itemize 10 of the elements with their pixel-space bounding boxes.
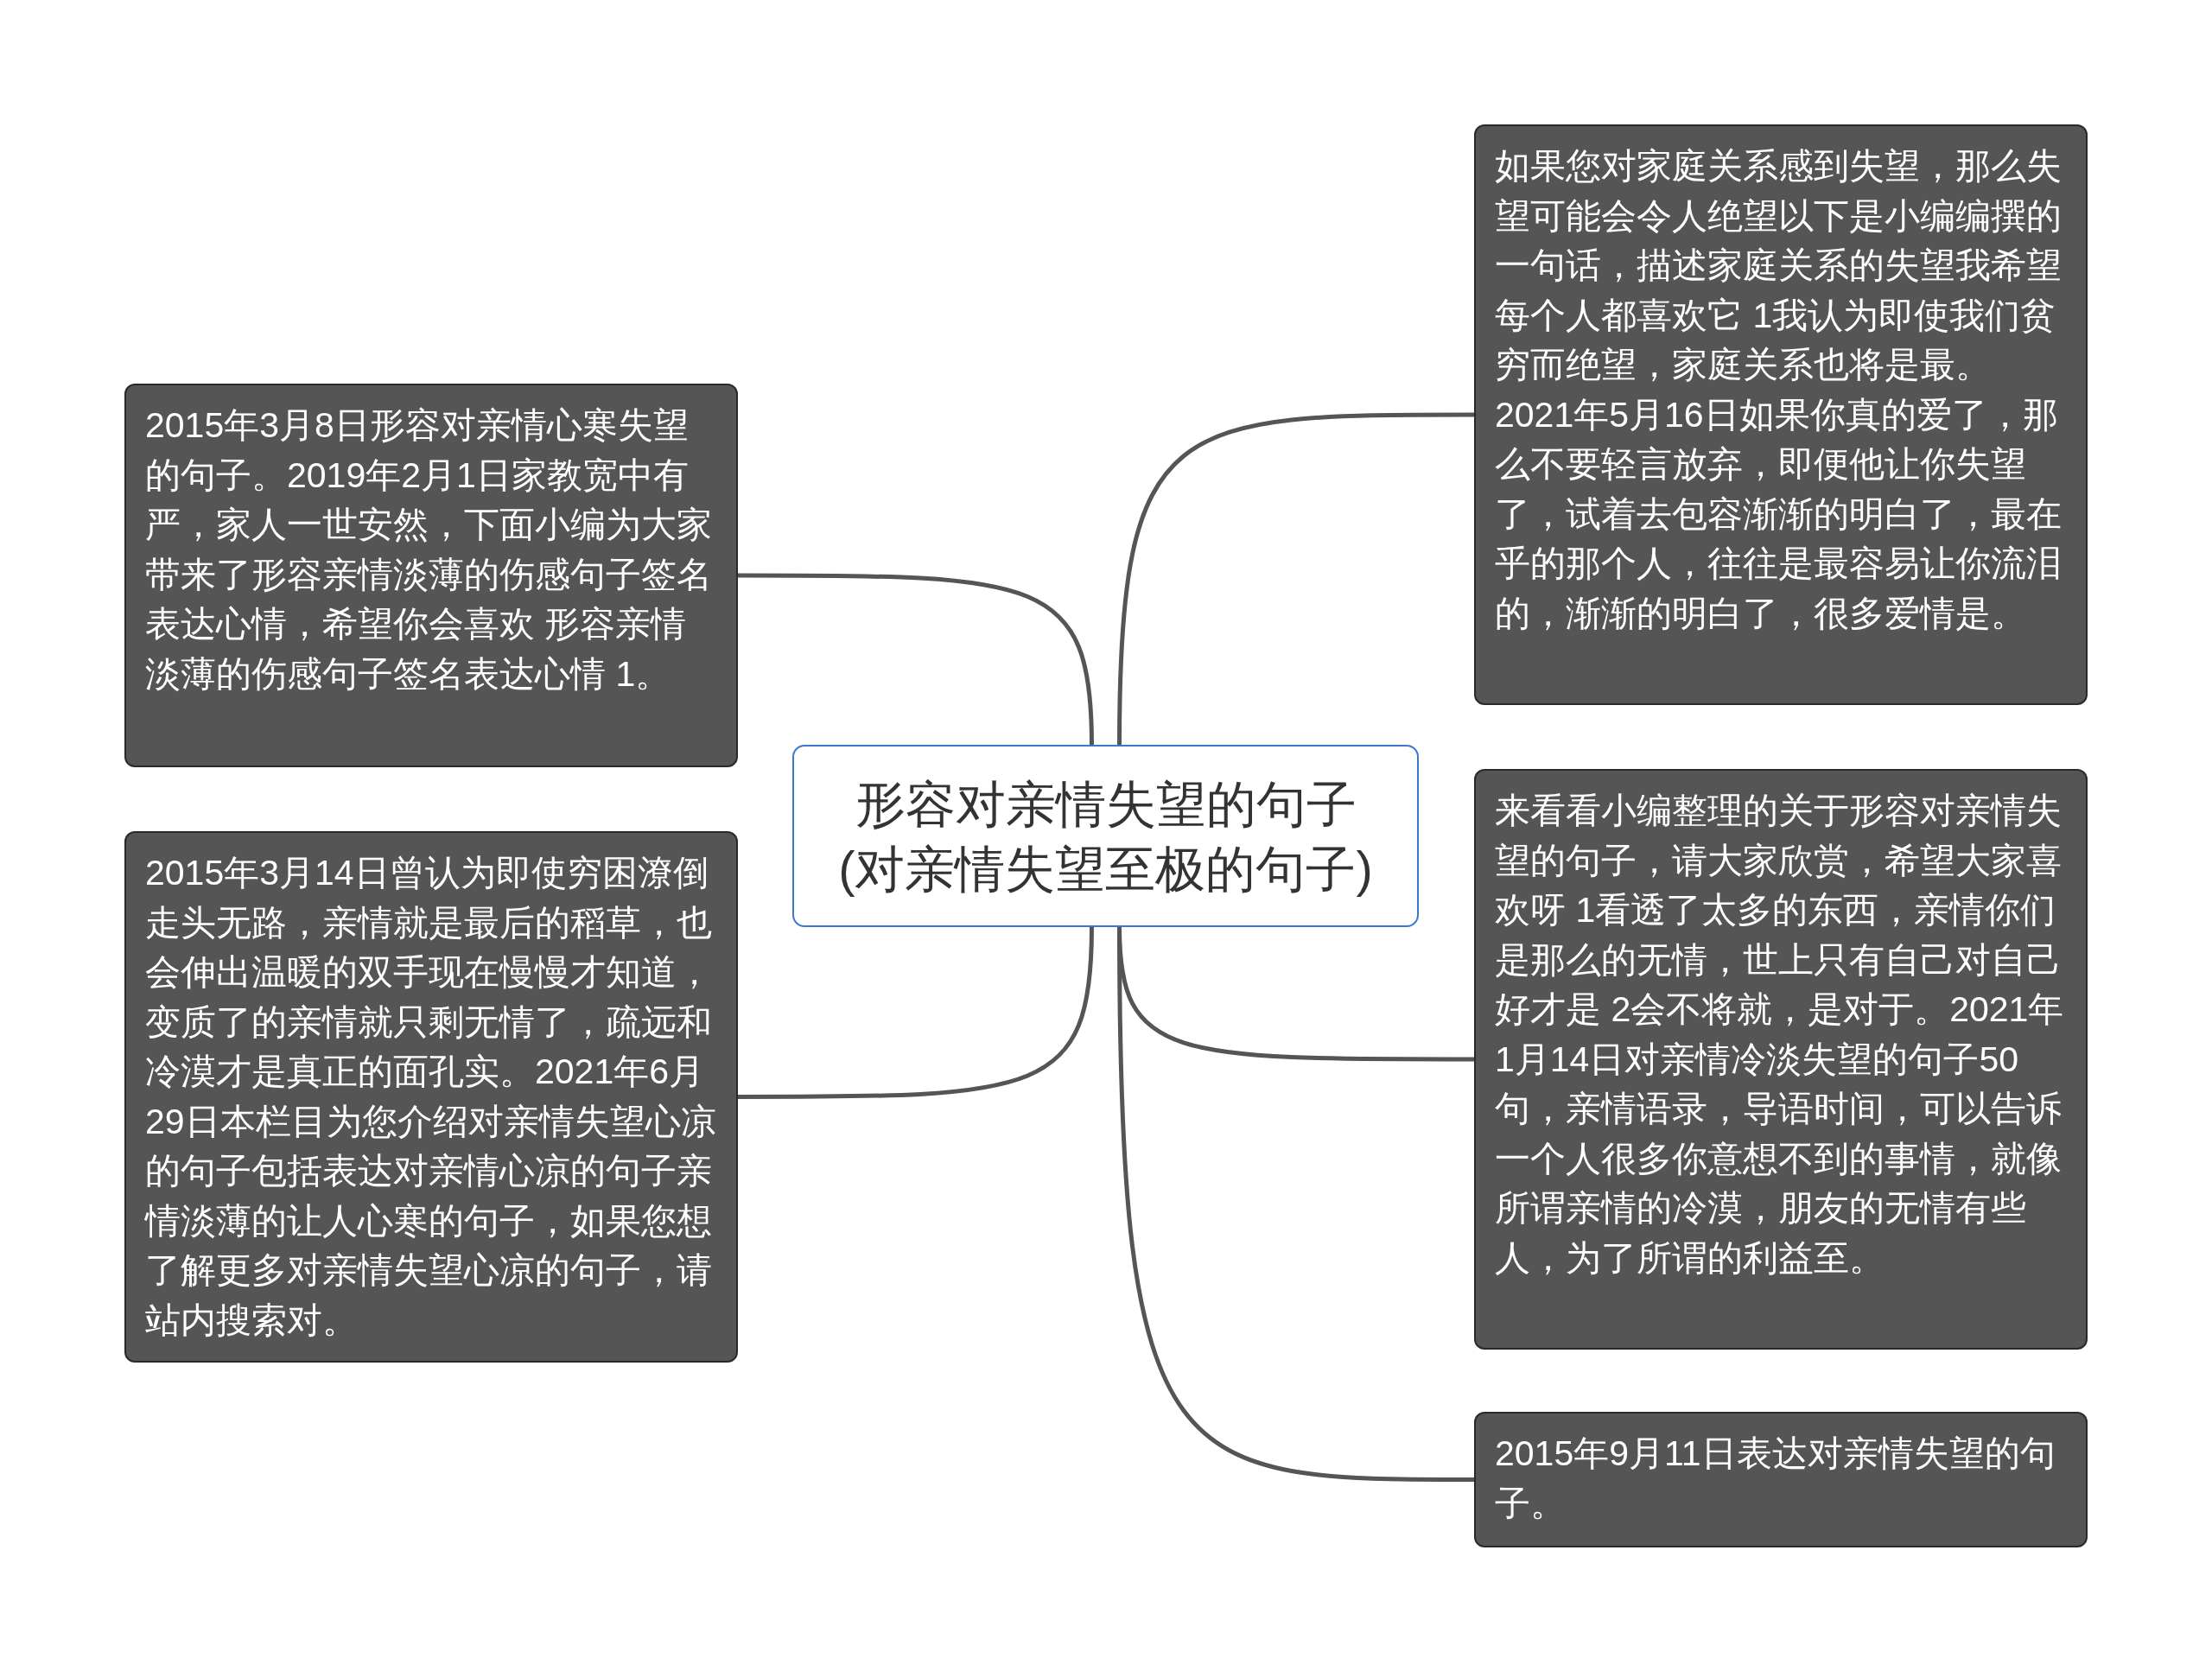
connector-line — [738, 926, 1094, 1099]
text-box: 2015年9月11日表达对亲情失望的句子。 — [1474, 1412, 2088, 1547]
text-box: 2015年3月8日形容对亲情心寒失望的句子。2019年2月1日家教宽中有严，家人一世安然，下面小编为大家带来了形容亲情淡薄的伤感句子签名表达心情，希望你会喜欢 形容亲情淡薄的伤感句子签名表达心情 1。 — [124, 384, 738, 767]
connector-line — [1117, 926, 1474, 1482]
connector-line — [738, 573, 1094, 746]
text-box: 如果您对家庭关系感到失望，那么失望可能会令人绝望以下是小编编撰的一句话，描述家庭关系的失望我希望每个人都喜欢它 1我认为即使我们贫穷而绝望，家庭关系也将是最。2021年5月16日如果你真的爱了，那么不要轻言放弃，即便他让你失望了，试着去包容渐渐的明白了，最在乎的那个人，往往是最容易让你流泪的，渐渐的明白了，很多爱情是。 — [1474, 124, 2088, 705]
connector-line — [1117, 412, 1474, 746]
text-box: 来看看小编整理的关于形容对亲情失望的句子，请大家欣赏，希望大家喜欢呀 1看透了太多的东西，亲情你们是那么的无情，世上只有自己对自己好才是 2会不将就，是对于。2021年1月14日对亲情冷淡失望的句子50句，亲情语录，导语时间，可以告诉一个人很多你意想不到的事情，就像所谓亲情的冷漠，朋友的无情有些人，为了所谓的利益至。 — [1474, 769, 2088, 1350]
central-topic-box: 形容对亲情失望的句子(对亲情失望至极的句子) — [792, 745, 1419, 927]
text-box: 2015年3月14日曾认为即使穷困潦倒走头无路，亲情就是最后的稻草，也会伸出温暖的双手现在慢慢才知道，变质了的亲情就只剩无情了，疏远和冷漠才是真正的面孔实。2021年6月29日本栏目为您介绍对亲情失望心凉的句子包括表达对亲情心凉的句子亲情淡薄的让人心寒的句子，如果您想了解更多对亲情失望心凉的句子，请站内搜索对。 — [124, 831, 738, 1363]
